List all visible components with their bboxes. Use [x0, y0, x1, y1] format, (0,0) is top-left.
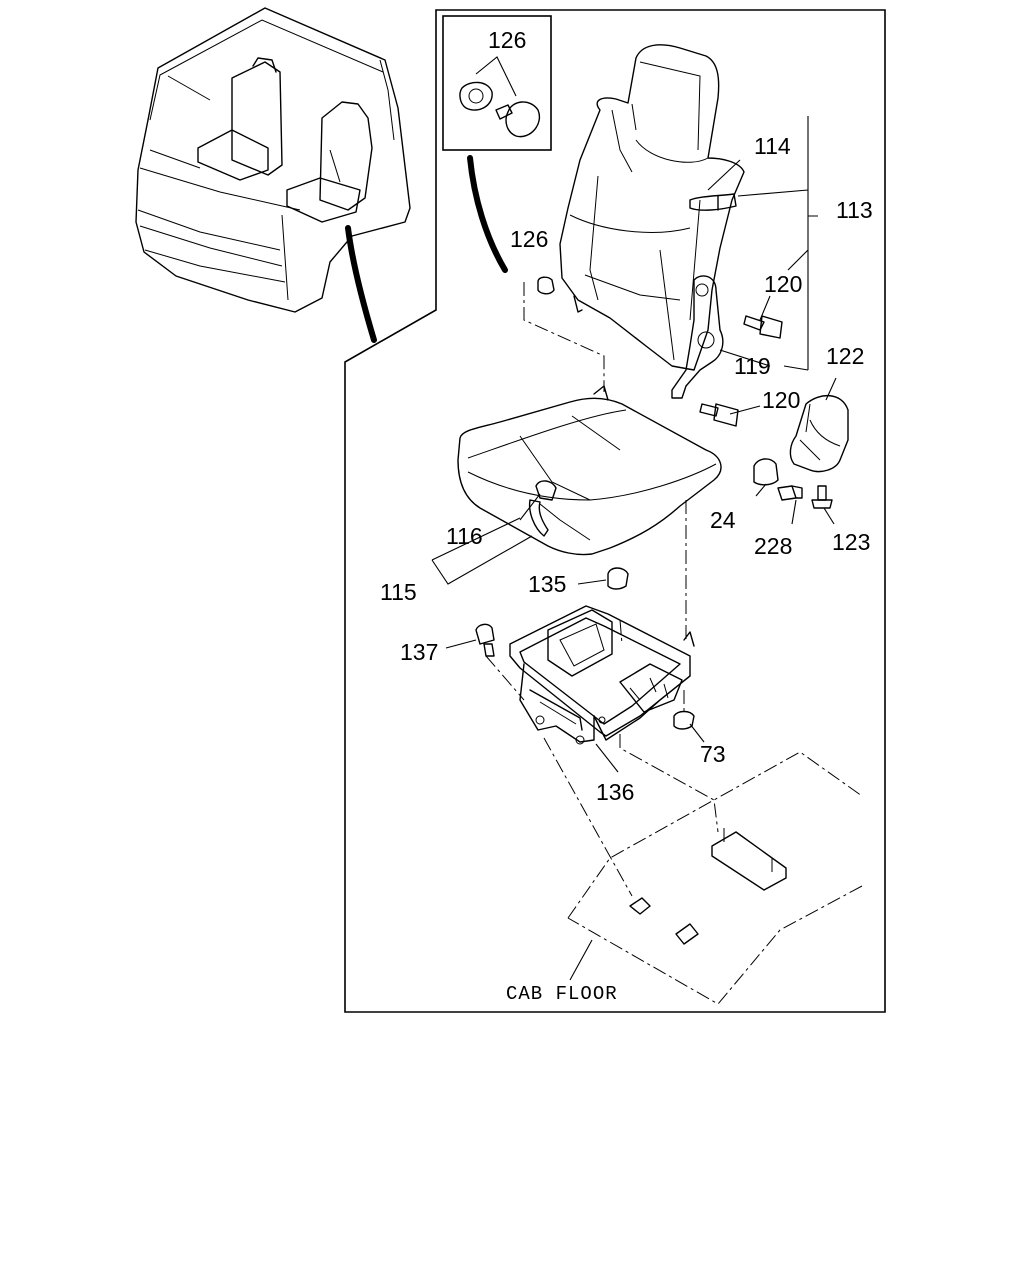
- inset-box-126: [442, 15, 552, 151]
- nut-135: [607, 567, 629, 590]
- callout-122: 122: [826, 343, 864, 369]
- callout-228: 228: [754, 533, 792, 559]
- callout-126: 126: [510, 226, 548, 252]
- callout-137: 137: [400, 639, 438, 665]
- callout-114: 114: [754, 133, 791, 159]
- callout-120-upper: 120: [764, 271, 802, 297]
- callout-123: 123: [832, 529, 870, 555]
- callout-135: 135: [528, 571, 566, 597]
- seat-cushion-drawing: [457, 385, 722, 556]
- side-cover-122: [789, 395, 849, 473]
- bolt-120-upper: [743, 315, 783, 339]
- assembly-guides: [485, 282, 719, 897]
- cab-floor-drawing: [567, 751, 863, 1005]
- knob-24: [753, 458, 779, 486]
- inset-connector: [467, 155, 508, 273]
- seat-frame-136: [509, 605, 695, 745]
- screw-228: [777, 485, 803, 501]
- leader-lines: [431, 116, 837, 981]
- callout-73: 73: [700, 741, 726, 767]
- nut-73: [673, 710, 695, 730]
- detail-frame: [344, 9, 886, 1013]
- callout-119: 119: [734, 353, 771, 379]
- screw-123: [811, 485, 833, 509]
- callout-115: 115: [380, 579, 417, 605]
- callout-136: 136: [596, 779, 634, 805]
- bolt-120-lower: [699, 403, 739, 427]
- callout-116: 116: [446, 523, 483, 549]
- callout-126-inset: 126: [488, 27, 526, 53]
- callout-120-lower: 120: [762, 387, 800, 413]
- cab-floor-label: CAB FLOOR: [506, 983, 618, 1005]
- callout-113: 113: [836, 197, 873, 223]
- seat-back-drawing: [537, 44, 745, 399]
- bolt-137: [475, 623, 495, 657]
- cab-overview-drawing: [135, 7, 411, 313]
- cab-to-detail-connector: [345, 225, 377, 343]
- callout-labels: 126 114 113 126 120 122 119 120 116 24 2…: [380, 27, 873, 1005]
- callout-24: 24: [710, 507, 736, 533]
